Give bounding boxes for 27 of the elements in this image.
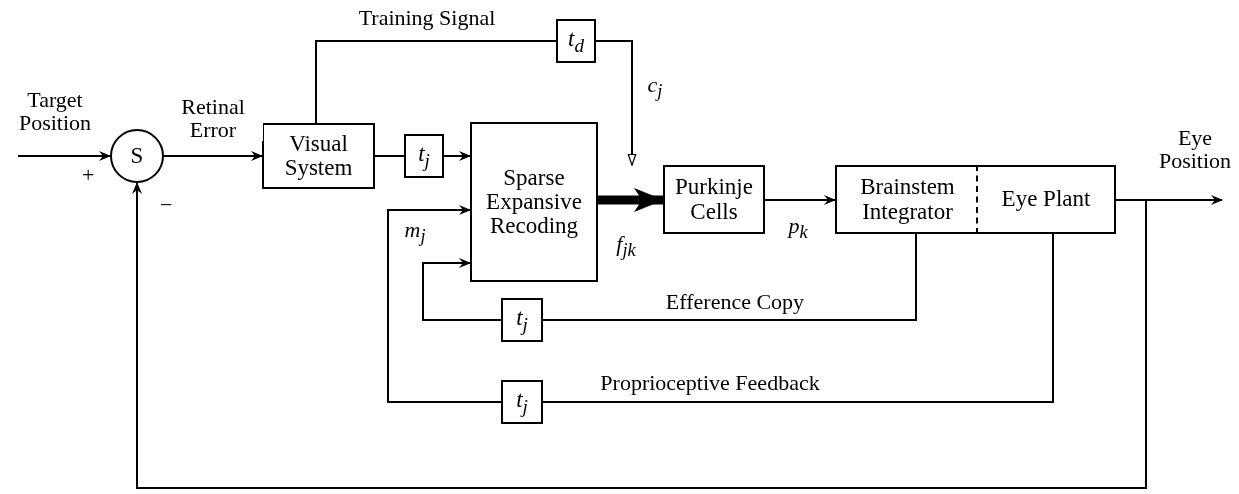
edge-label: m$_{j}$ bbox=[404, 218, 426, 247]
process-box: Eye Plant bbox=[976, 165, 1116, 234]
delay-box: t$_{j}$ bbox=[501, 298, 543, 342]
connector-line bbox=[315, 40, 557, 124]
delay-box: t$_{j}$ bbox=[501, 380, 543, 424]
edge-label: p$_{k}$ bbox=[788, 214, 808, 243]
arrow bbox=[17, 151, 111, 161]
delay-box: t$_{d}$ bbox=[556, 19, 596, 63]
arrow bbox=[387, 205, 502, 403]
process-box: Brainstem Integrator bbox=[835, 165, 978, 234]
connector-line bbox=[542, 233, 1054, 403]
process-box: Visual System bbox=[262, 123, 375, 189]
arrow bbox=[422, 258, 502, 321]
process-box: Purkinje Cells bbox=[663, 165, 765, 234]
summing-junction: S bbox=[110, 129, 164, 183]
arrow bbox=[595, 40, 637, 166]
delay-box: t$_{j}$ bbox=[404, 134, 444, 178]
arrow bbox=[764, 195, 836, 205]
process-box: Sparse Expansive Recoding bbox=[470, 122, 598, 282]
arrow bbox=[132, 182, 1147, 489]
arrow bbox=[598, 188, 664, 212]
connector-line bbox=[542, 233, 917, 321]
edge-label: f$_{jk}$ bbox=[616, 232, 636, 261]
arrow bbox=[443, 151, 471, 161]
connector-line bbox=[374, 155, 405, 157]
arrow bbox=[163, 151, 263, 161]
edge-label: c$_{j}$ bbox=[647, 73, 663, 102]
